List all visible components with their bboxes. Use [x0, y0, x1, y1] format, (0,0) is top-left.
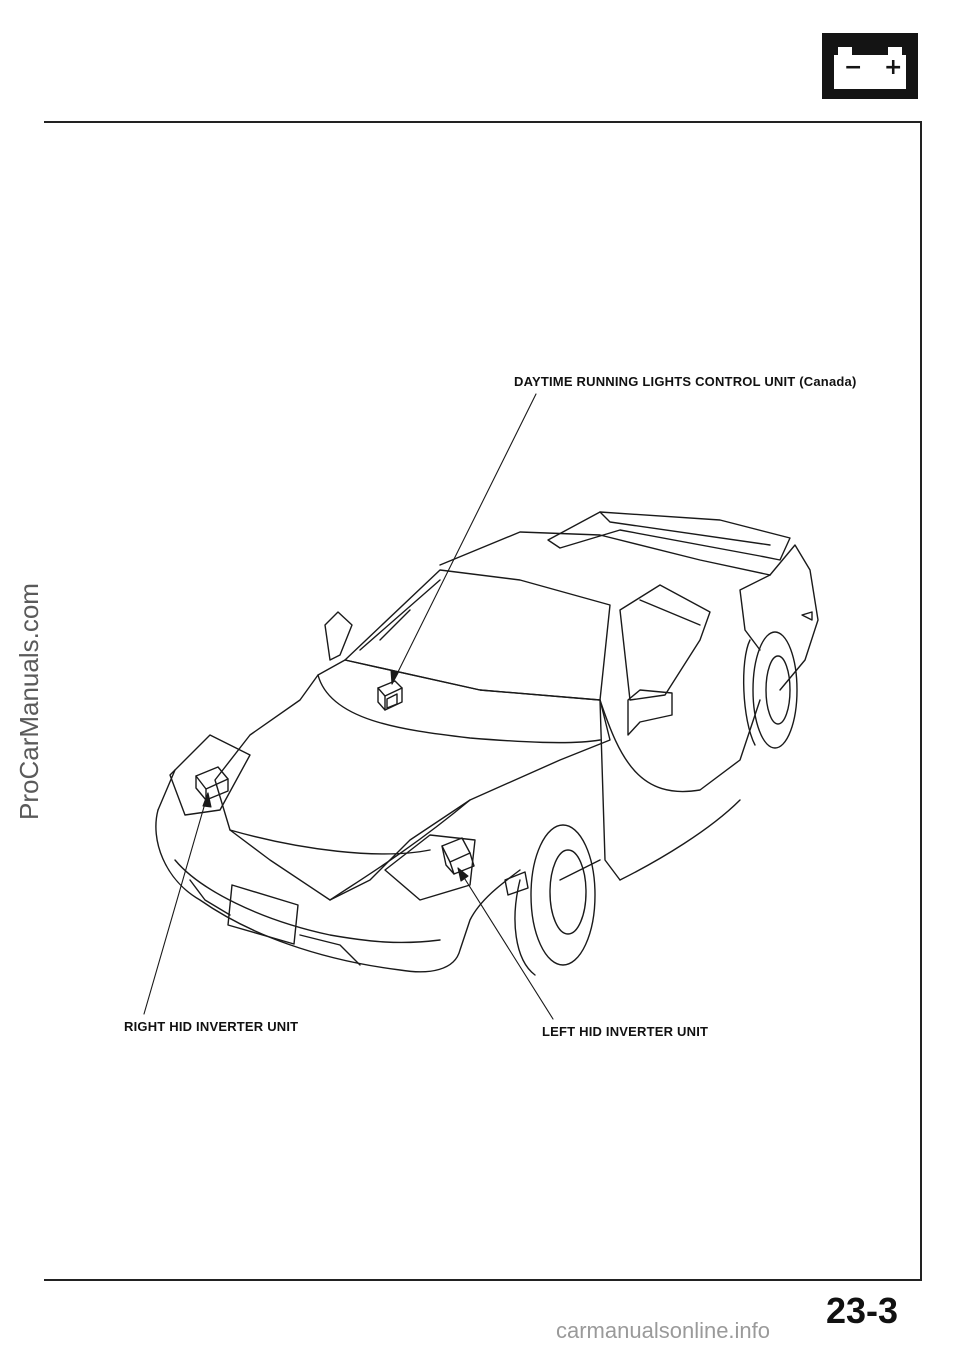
- rear-wheel: [752, 631, 798, 749]
- bottom-rule: [44, 1279, 922, 1281]
- right-hid-leader-arrow: [202, 792, 212, 808]
- right-hid-leader-line: [143, 792, 209, 1015]
- battery-icon: − +: [822, 33, 918, 99]
- right-hid-inverter-label: RIGHT HID INVERTER UNIT: [124, 1019, 299, 1034]
- right-rule: [920, 121, 922, 1281]
- hood: [214, 659, 611, 901]
- drl-leader-line: [391, 393, 537, 685]
- rear-spoiler: [547, 511, 791, 561]
- drl-leader-arrow: [390, 669, 399, 685]
- license-plate: [227, 884, 299, 945]
- drl-control-unit-label: DAYTIME RUNNING LIGHTS CONTROL UNIT (Can…: [514, 374, 857, 389]
- roof-outline: [439, 531, 819, 691]
- right-mirror: [324, 611, 353, 661]
- battery-terminal-positive: [888, 47, 902, 55]
- page-number: 23-3: [826, 1290, 899, 1331]
- battery-plus-symbol: +: [884, 55, 903, 80]
- left-hid-inverter-label: LEFT HID INVERTER UNIT: [542, 1024, 709, 1039]
- left-headlight-recess: [384, 834, 476, 901]
- right-hid-unit-marker: [195, 766, 229, 801]
- left-hid-leader-arrow: [457, 867, 469, 882]
- door-line: [599, 699, 761, 793]
- drl-control-unit-marker: [377, 680, 403, 711]
- battery-minus-symbol: −: [844, 55, 863, 80]
- side-window: [619, 584, 711, 701]
- front-wheel: [530, 824, 596, 966]
- battery-terminal-negative: [838, 47, 852, 55]
- battery-body: − +: [834, 55, 906, 89]
- left-mirror: [627, 689, 673, 736]
- front-fascia: [155, 809, 521, 973]
- bottom-watermark: carmanualsonline.info: [556, 1318, 771, 1343]
- right-headlight-recess: [169, 734, 251, 816]
- left-hid-leader-line: [457, 867, 554, 1020]
- top-rule: [44, 121, 922, 123]
